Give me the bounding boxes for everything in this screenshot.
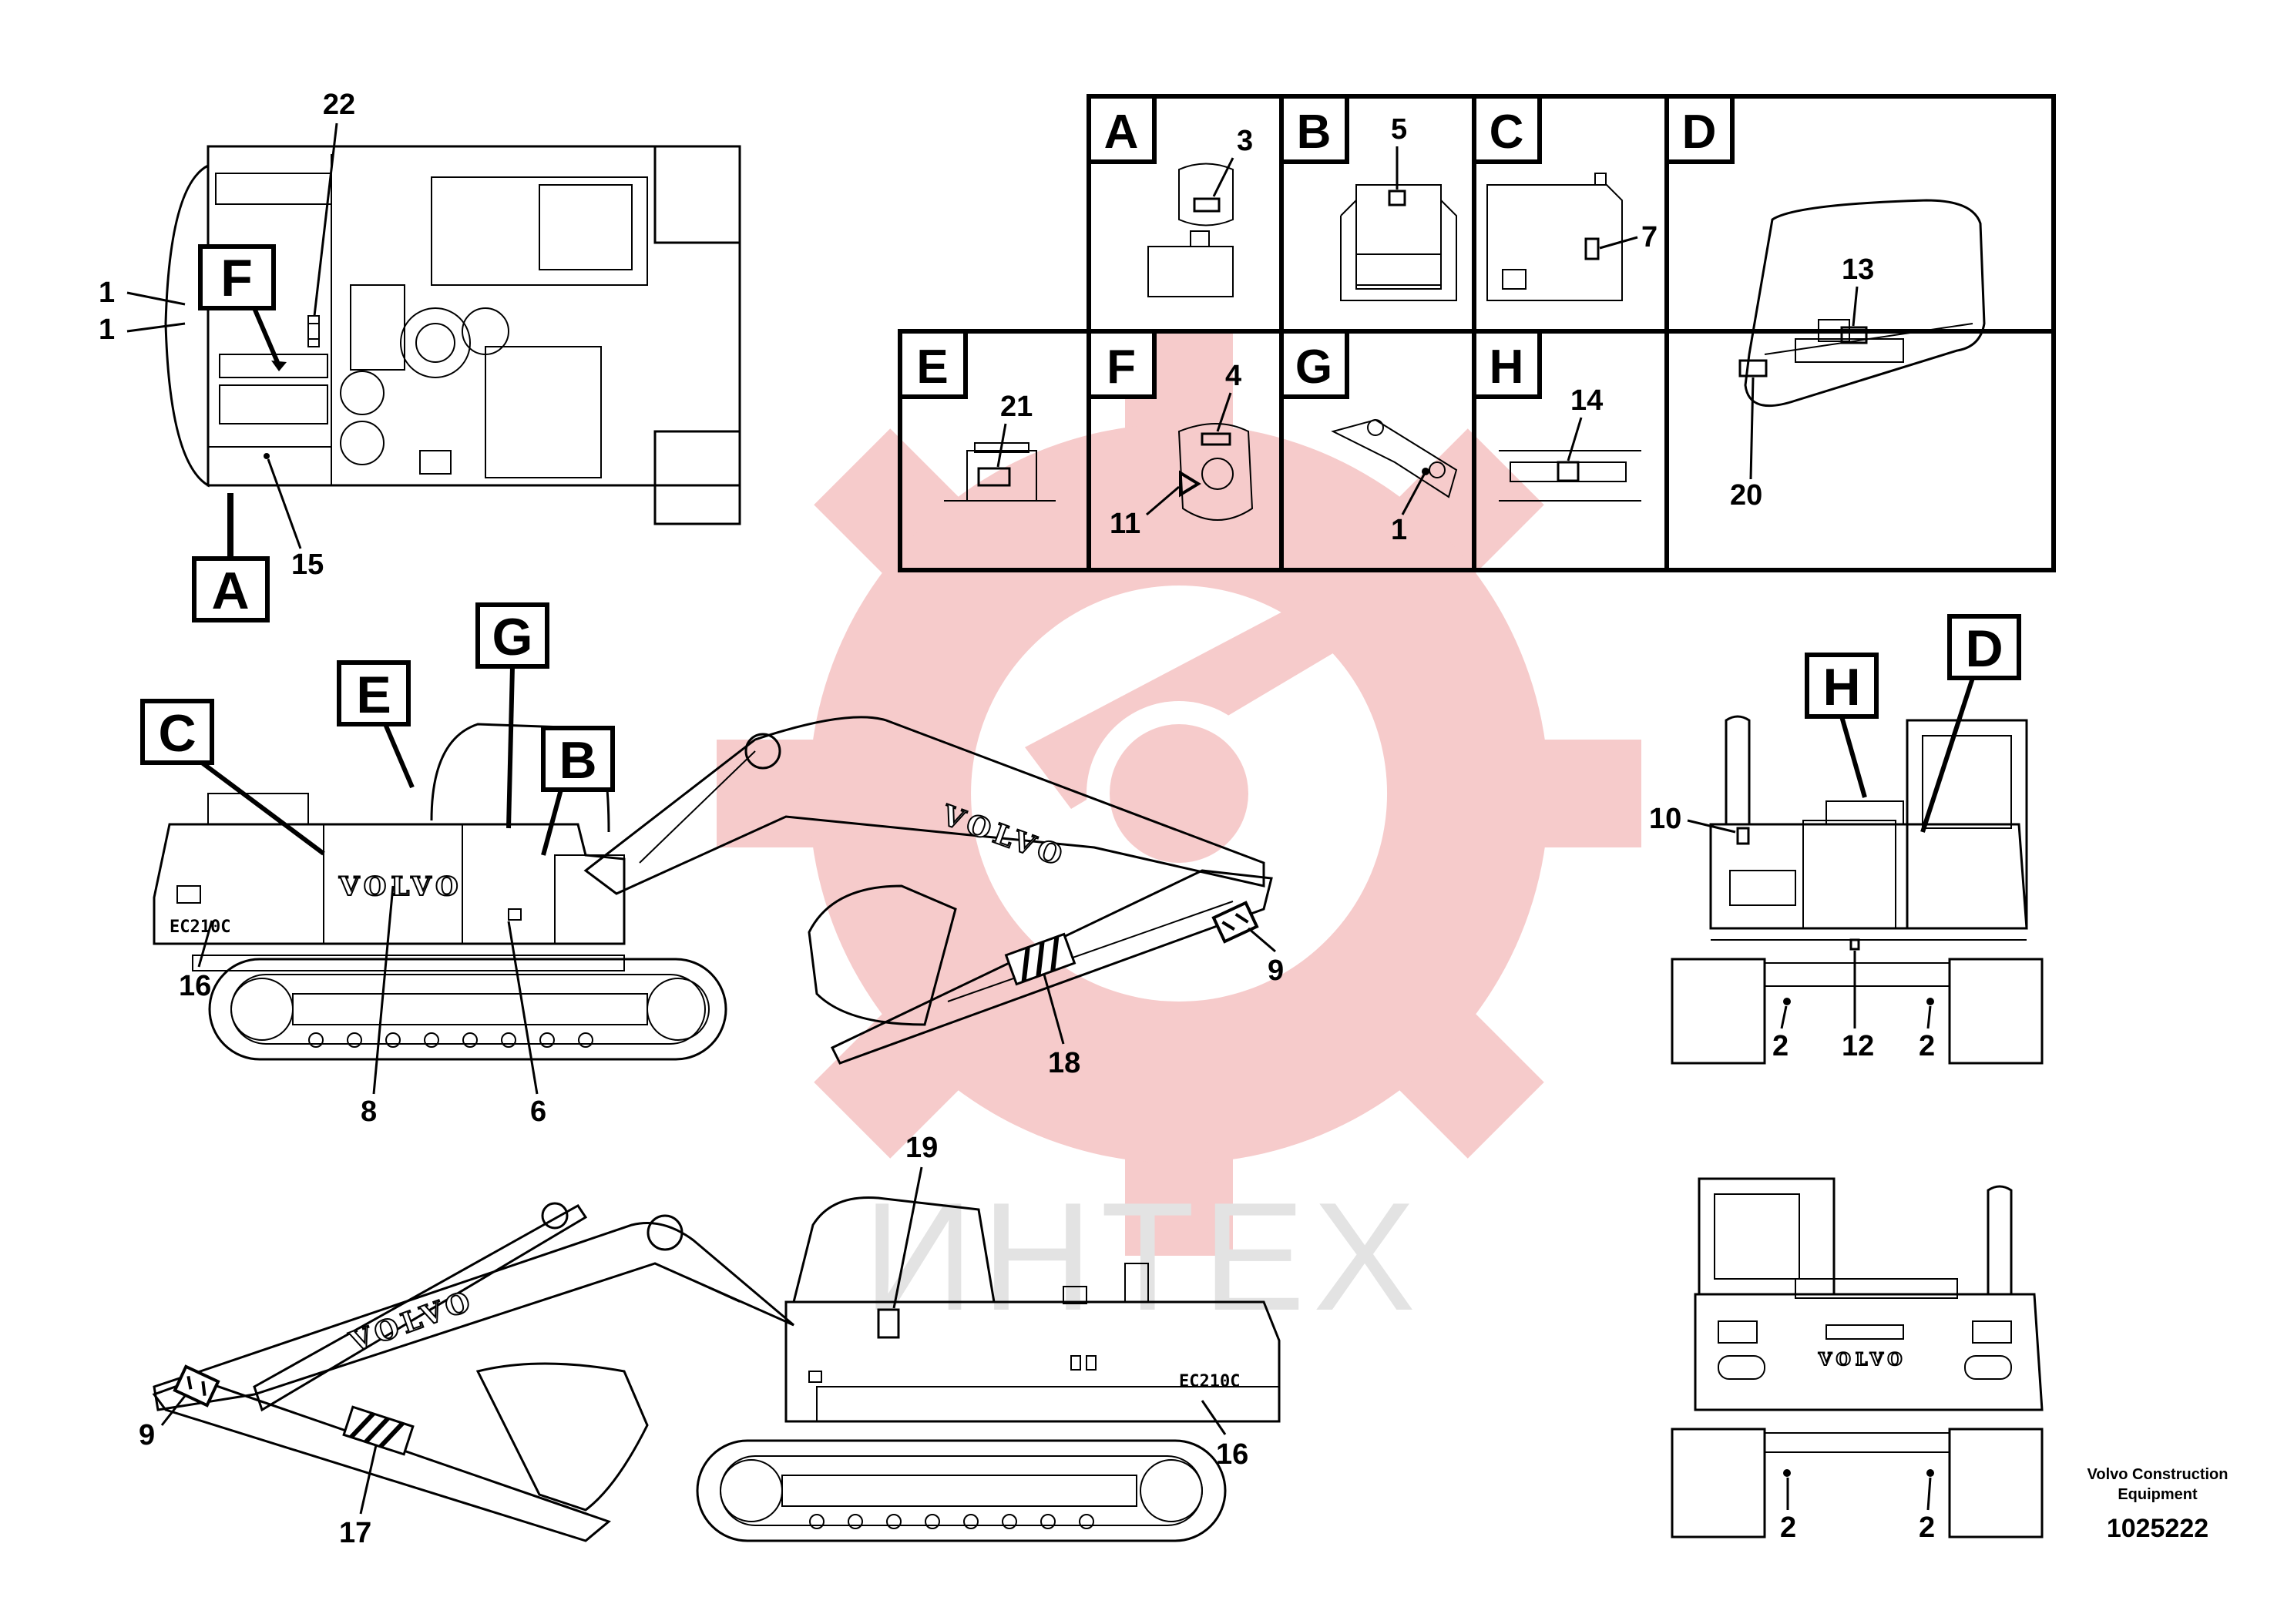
panel-letter-d: D	[1682, 106, 1717, 159]
callout-box-f	[198, 244, 276, 310]
footer-company-line1: Volvo Construction	[2087, 1466, 2229, 1483]
panel-e: E 21	[898, 329, 1056, 502]
detail-panel-grid: A 3 B 5 C 7	[898, 94, 2056, 572]
top-view: F A 22 1 1 15	[99, 89, 741, 622]
panel-d-label-20: 20	[1730, 479, 1762, 512]
panel-c: C 7	[1472, 94, 1658, 301]
panel-g: G 1	[1279, 329, 1458, 546]
footer-doc-number: 1025222	[2107, 1514, 2208, 1543]
callout-letter-e: E	[356, 666, 391, 724]
callout-letter-a: A	[211, 562, 249, 620]
panel-c-label-7: 7	[1641, 221, 1658, 253]
panel-g-label-1: 1	[1391, 514, 1407, 546]
panel-letter-b: B	[1297, 106, 1332, 159]
label-8: 8	[361, 1096, 377, 1128]
front-view: H D 10 2 12 2	[1649, 614, 2044, 1065]
label-22: 22	[323, 89, 355, 121]
panel-f: F 4 11	[1087, 329, 1254, 540]
callout-letter-g: G	[492, 608, 533, 666]
rear-view: VOLVO 2 2	[1671, 1177, 2044, 1544]
panel-b-label-5: 5	[1391, 113, 1407, 146]
callout-letter-b: B	[559, 731, 596, 790]
label-2-front-right: 2	[1919, 1030, 1935, 1062]
watermark-gear	[717, 331, 1641, 1256]
label-1-lower: 1	[99, 314, 115, 346]
warning-decal-9-right	[173, 1364, 220, 1408]
body-volvo-logo: VOLVO	[338, 871, 463, 902]
label-16-left: 16	[179, 970, 211, 1002]
label-2-rear-right: 2	[1919, 1512, 1935, 1544]
panel-e-label-21: 21	[1000, 391, 1033, 423]
hazard-decal-18	[1004, 932, 1076, 986]
label-2-front-left: 2	[1772, 1030, 1789, 1062]
footer-company-line2: Equipment	[2118, 1486, 2198, 1503]
side-view-left: VOLVO EC210C VOLVO C E G B 16	[140, 602, 1284, 1128]
panel-h: H 14	[1472, 329, 1641, 502]
body-model-label: EC210C	[170, 918, 230, 937]
label-10: 10	[1649, 803, 1681, 835]
rear-volvo-logo: VOLVO	[1818, 1350, 1907, 1370]
panel-letter-c: C	[1490, 106, 1524, 159]
boom-volvo-logo-right: VOLVO	[345, 1283, 479, 1358]
watermark-text: ИНТЕХ	[863, 1171, 1423, 1343]
panel-b: B 5	[1279, 94, 1457, 301]
panel-h-label-14: 14	[1570, 384, 1603, 417]
label-15: 15	[291, 549, 324, 581]
panel-letter-h: H	[1490, 341, 1524, 394]
callout-letter-d: D	[1965, 619, 2003, 678]
callout-letter-f-text: F	[220, 249, 253, 307]
label-2-rear-left: 2	[1780, 1512, 1796, 1544]
panel-letter-e: E	[916, 341, 948, 394]
callout-letter-h: H	[1822, 658, 1860, 716]
panel-d: D 13 20	[1664, 94, 1986, 512]
panel-letter-g: G	[1295, 341, 1332, 394]
warning-decal-9-left	[1211, 901, 1259, 944]
footer-block: Volvo Construction Equipment 1025222	[2087, 1466, 2229, 1543]
panel-a: A 3	[1087, 94, 1253, 297]
label-12: 12	[1842, 1030, 1874, 1062]
body-model-label-right: EC210C	[1179, 1372, 1240, 1391]
panel-f-label-11: 11	[1110, 508, 1140, 540]
label-18: 18	[1048, 1047, 1080, 1079]
label-6: 6	[530, 1096, 546, 1128]
label-1-upper: 1	[99, 277, 115, 309]
panel-letter-a: A	[1104, 106, 1139, 159]
label-17: 17	[339, 1517, 371, 1549]
panel-f-label-4: 4	[1225, 360, 1241, 392]
label-16-right: 16	[1216, 1438, 1248, 1471]
panel-d-label-13: 13	[1842, 253, 1874, 286]
panel-a-label-3: 3	[1237, 125, 1253, 157]
callout-letter-c: C	[158, 704, 196, 763]
label-9-left: 9	[1268, 955, 1284, 987]
panel-letter-f: F	[1107, 341, 1136, 394]
hazard-decal-17	[342, 1405, 415, 1456]
label-9-right: 9	[139, 1419, 155, 1451]
label-19: 19	[905, 1132, 938, 1164]
